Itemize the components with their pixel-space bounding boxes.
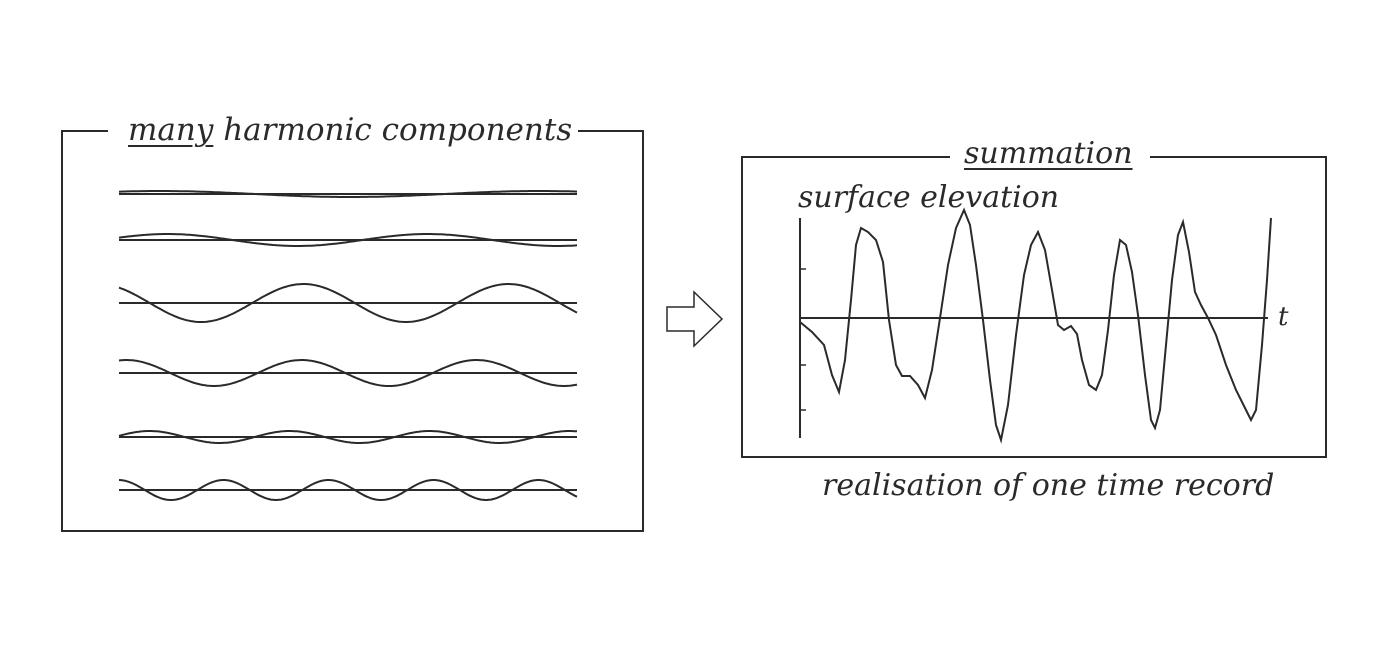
left-panel-frame (61, 130, 644, 532)
right-panel-title: summation (958, 136, 1139, 171)
component-6-wave (118, 479, 578, 502)
right-panel-frame (741, 156, 1327, 458)
left-panel-title-rest: harmonic components (213, 112, 573, 148)
left-panel-title-emphasis: many (128, 112, 214, 148)
component-2-wave (118, 233, 578, 247)
harmonic-components-group (118, 190, 578, 502)
left-panel-title: many harmonic components (122, 112, 579, 148)
component-1-wave (118, 190, 578, 198)
y-axis-ticks (800, 268, 806, 411)
right-panel-caption: realisation of one time record (822, 468, 1275, 503)
surface-elevation-record (799, 207, 1272, 444)
component-4-wave (118, 359, 578, 387)
component-5-wave (118, 430, 578, 444)
right-arrow-icon (666, 290, 724, 348)
y-axis-label: surface elevation (798, 180, 1060, 215)
component-3-wave (118, 283, 578, 323)
x-axis-label: t (1278, 302, 1289, 332)
